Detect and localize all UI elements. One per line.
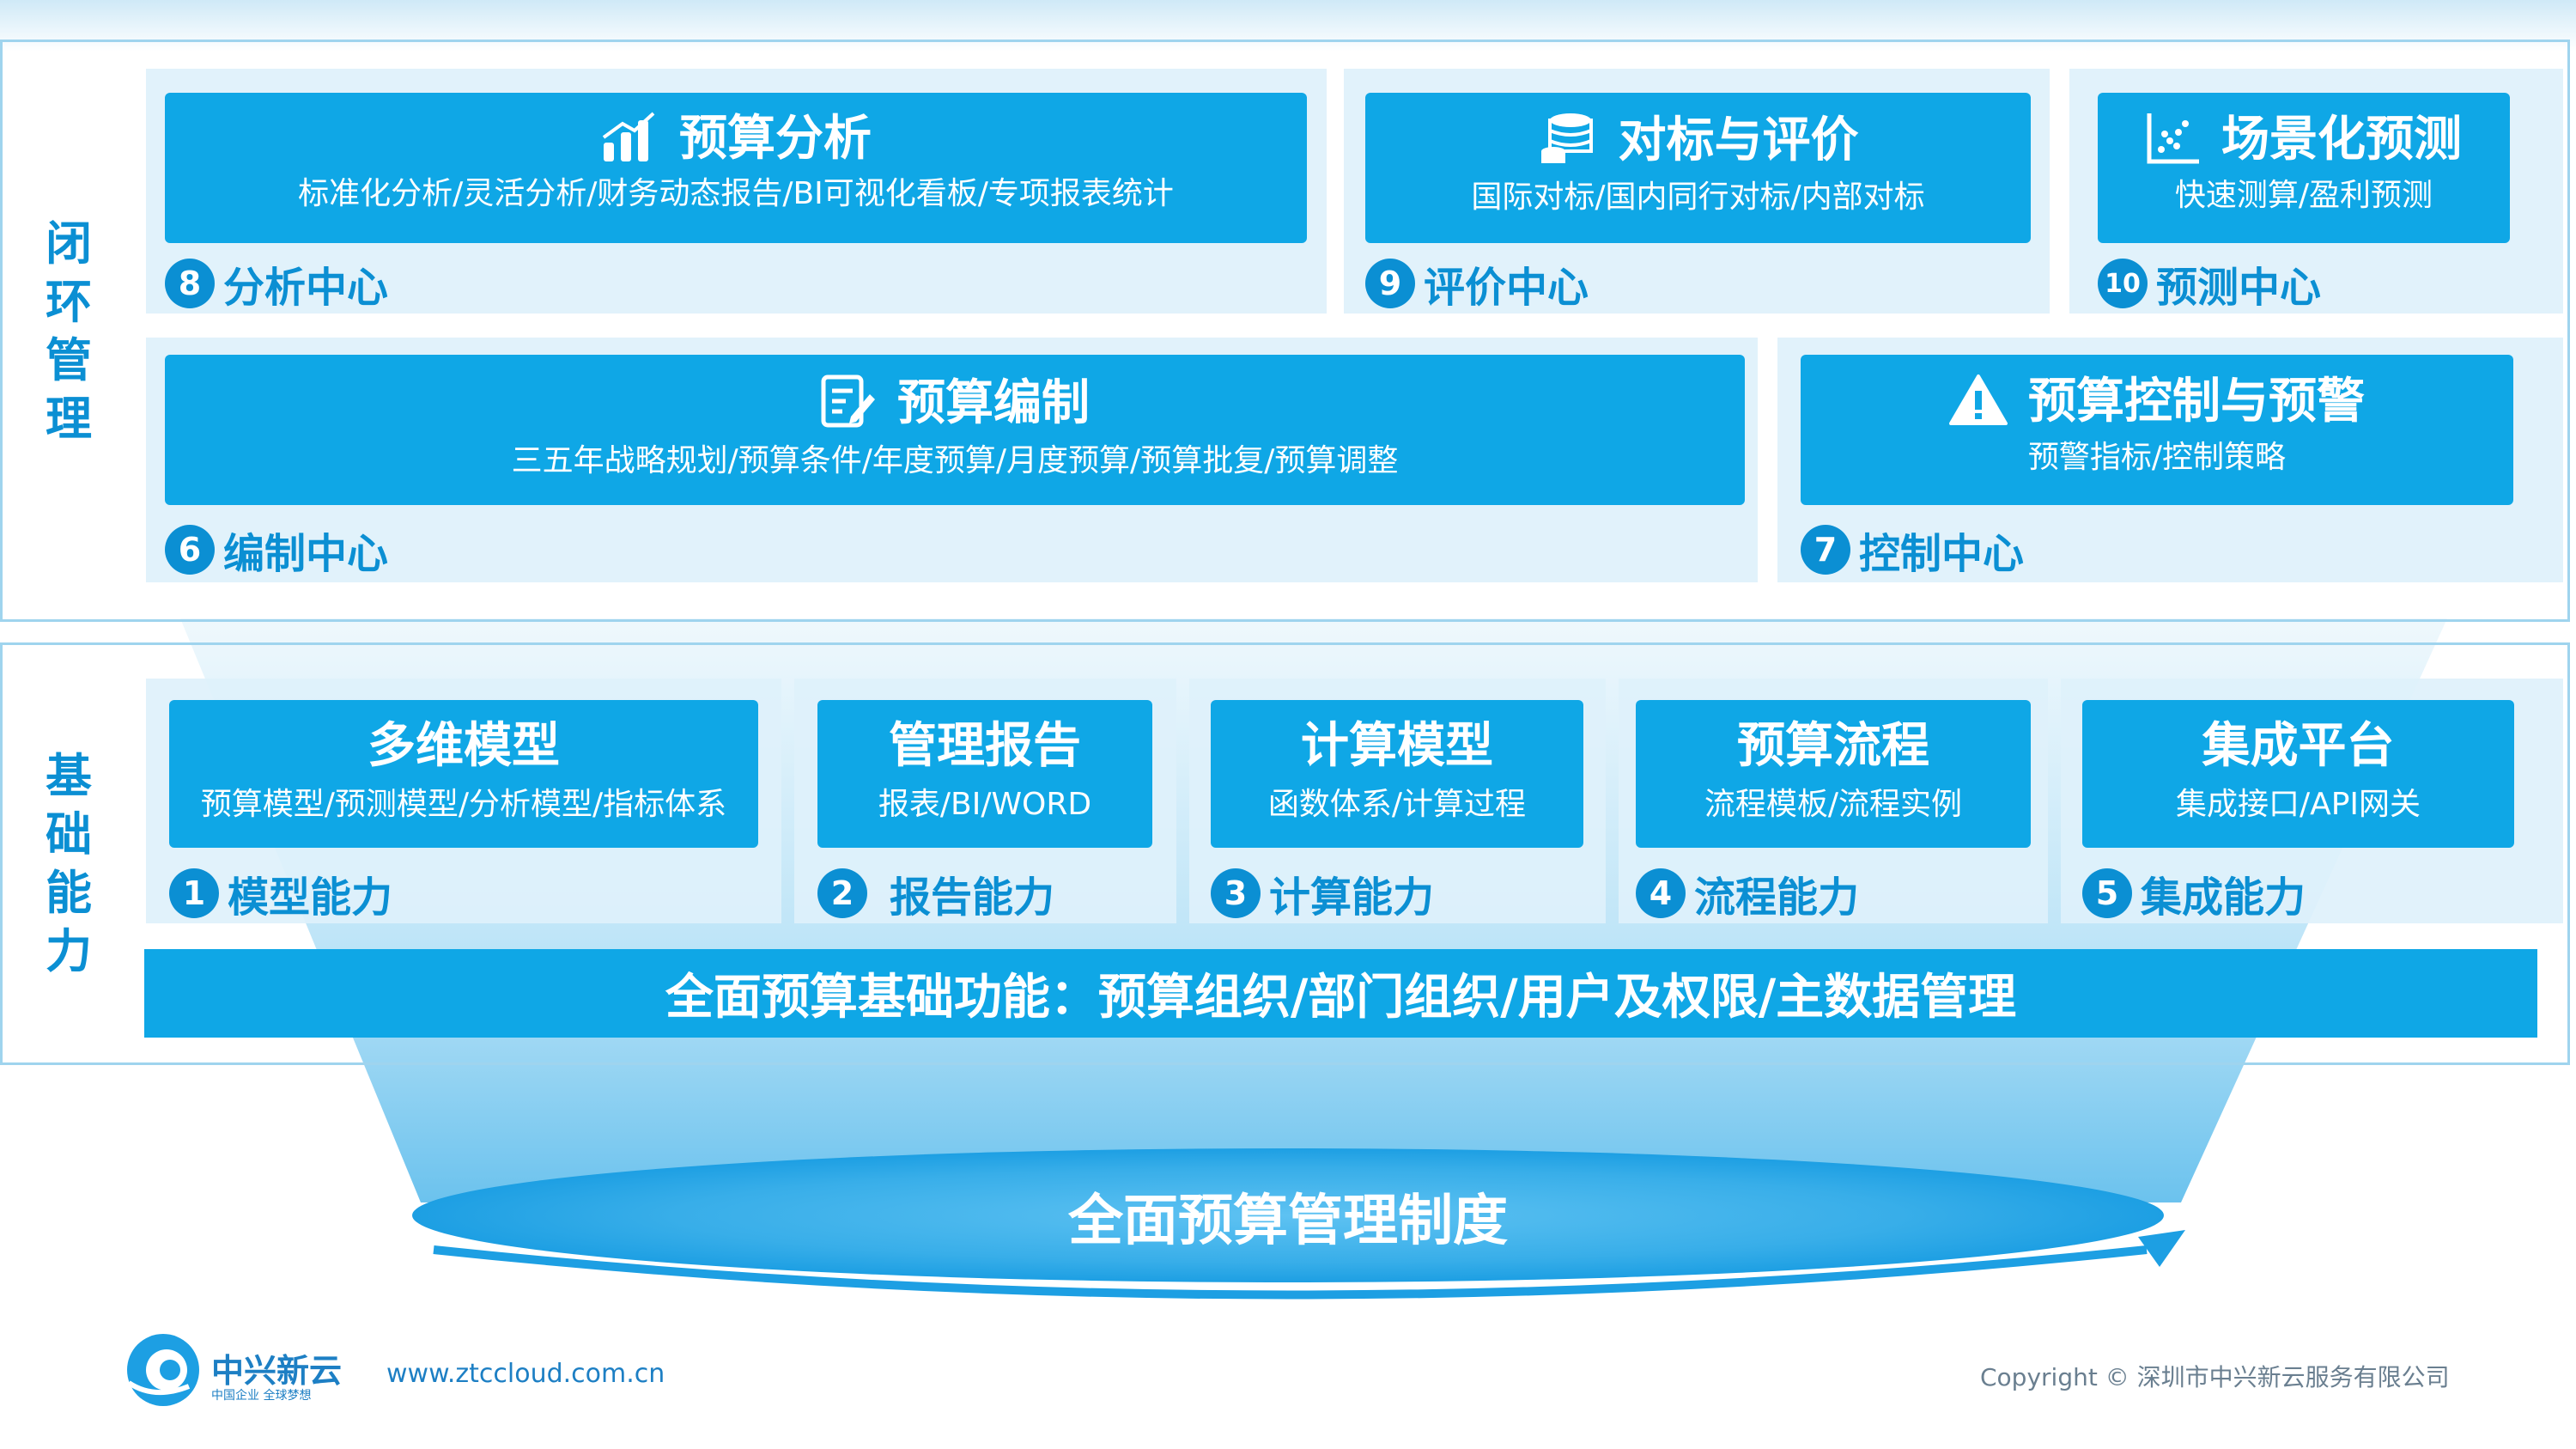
evaluation-center-label: 9 评价中心 — [1365, 253, 1589, 314]
number-badge: 6 — [165, 525, 215, 575]
module-title: 计算模型 — [1301, 718, 1493, 774]
capability-label-calc: 3 计算能力 — [1211, 863, 1434, 923]
analysis-subtitle: 标准化分析/灵活分析/财务动态报告/BI可视化看板/专项报表统计 — [298, 176, 1174, 211]
copyright: Copyright © 深圳市中兴新云服务有限公司 — [1980, 1363, 2450, 1391]
logo-swirl-icon — [127, 1334, 199, 1406]
coins-icon — [1538, 112, 1598, 170]
number-badge: 3 — [1211, 868, 1261, 918]
control-title: 预算控制与预警 — [2028, 374, 2365, 429]
evaluation-card[interactable]: 对标与评价 国际对标/国内同行对标/内部对标 — [1365, 93, 2031, 243]
number-badge: 8 — [165, 259, 215, 308]
number-badge: 2 — [817, 868, 867, 918]
warning-icon — [1949, 374, 2008, 430]
foundation-label: 基础能力 — [46, 749, 92, 978]
website-link[interactable]: www.ztccloud.com.cn — [386, 1359, 665, 1389]
analysis-title: 预算分析 — [679, 111, 872, 167]
number-badge: 4 — [1636, 868, 1686, 918]
module-card-integration[interactable]: 集成平台 集成接口/API网关 — [2082, 700, 2514, 848]
module-title: 管理报告 — [889, 718, 1081, 774]
module-card-process[interactable]: 预算流程 流程模板/流程实例 — [1636, 700, 2031, 848]
forecast-card[interactable]: 场景化预测 快速测算/盈利预测 — [2098, 93, 2510, 243]
module-subtitle: 流程模板/流程实例 — [1704, 787, 1963, 822]
forecast-subtitle: 快速测算/盈利预测 — [2174, 178, 2433, 213]
closed-loop-section — [0, 40, 2570, 622]
brand-slogan: 中国企业 全球梦想 — [211, 1389, 312, 1403]
number-badge: 5 — [2082, 868, 2132, 918]
module-subtitle: 集成接口/API网关 — [2175, 787, 2421, 822]
capability-label-process: 4 流程能力 — [1636, 863, 1859, 923]
module-card-calc[interactable]: 计算模型 函数体系/计算过程 — [1211, 700, 1583, 848]
number-badge: 9 — [1365, 259, 1415, 308]
control-center-label: 7 控制中心 — [1801, 520, 2024, 580]
company-logo — [120, 1331, 206, 1409]
base-function-bar: 全面预算基础功能：预算组织/部门组织/用户及权限/主数据管理 — [144, 949, 2537, 1038]
evaluation-title: 对标与评价 — [1618, 113, 1859, 168]
module-subtitle: 报表/BI/WORD — [878, 787, 1092, 822]
compile-center-label: 6 编制中心 — [165, 520, 388, 580]
edit-document-icon — [820, 374, 877, 434]
module-title: 集成平台 — [2202, 718, 2395, 774]
number-badge: 10 — [2098, 259, 2148, 308]
foundation-section — [0, 642, 2570, 1065]
brand-name: 中兴新云 — [211, 1352, 343, 1390]
module-subtitle: 预算模型/预测模型/分析模型/指标体系 — [200, 787, 727, 822]
evaluation-subtitle: 国际对标/国内同行对标/内部对标 — [1471, 180, 1925, 215]
scatter-chart-icon — [2146, 112, 2201, 168]
number-badge: 7 — [1801, 525, 1850, 575]
analysis-card[interactable]: 预算分析 标准化分析/灵活分析/财务动态报告/BI可视化看板/专项报表统计 — [165, 93, 1307, 243]
capability-label-report: 2 报告能力 — [817, 863, 1054, 923]
module-card-model[interactable]: 多维模型 预算模型/预测模型/分析模型/指标体系 — [169, 700, 758, 848]
module-subtitle: 函数体系/计算过程 — [1267, 787, 1527, 822]
module-title: 预算流程 — [1737, 718, 1929, 774]
analysis-center-label: 8 分析中心 — [165, 253, 388, 314]
module-title: 多维模型 — [368, 718, 560, 774]
compile-subtitle: 三五年战略规划/预算条件/年度预算/月度预算/预算批复/预算调整 — [511, 443, 1399, 478]
forecast-title: 场景化预测 — [2221, 112, 2462, 167]
module-card-report[interactable]: 管理报告 报表/BI/WORD — [817, 700, 1152, 848]
forecast-center-label: 10 预测中心 — [2098, 253, 2321, 314]
control-card[interactable]: 预算控制与预警 预警指标/控制策略 — [1801, 355, 2513, 505]
bar-chart-icon — [600, 112, 659, 167]
closed-loop-label: 闭环管理 — [46, 216, 92, 446]
control-subtitle: 预警指标/控制策略 — [2027, 440, 2287, 475]
compile-title: 预算编制 — [897, 375, 1090, 431]
capability-label-integration: 5 集成能力 — [2082, 863, 2306, 923]
capability-label-model: 1 模型能力 — [169, 863, 392, 923]
number-badge: 1 — [169, 868, 219, 918]
compile-card[interactable]: 预算编制 三五年战略规划/预算条件/年度预算/月度预算/预算批复/预算调整 — [165, 355, 1745, 505]
base-system-label: 全面预算管理制度 — [1068, 1190, 1508, 1253]
